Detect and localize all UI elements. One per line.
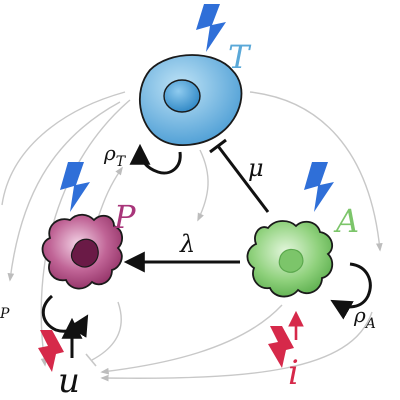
label-P: P	[113, 198, 136, 236]
arrow-A-to-u-bottom	[100, 311, 373, 382]
arrow-mu	[216, 145, 270, 213]
label-rho-A: ρA	[353, 303, 376, 332]
cell-T	[138, 54, 243, 146]
lightning-T	[196, 4, 226, 52]
label-T: T	[228, 38, 252, 76]
cell-P-nucleus	[70, 238, 99, 268]
label-i: i	[288, 353, 299, 393]
cell-A	[246, 220, 334, 298]
loop-rho-T	[129, 143, 182, 175]
label-mu: μ	[248, 154, 264, 182]
lightning-bolt-icon	[268, 326, 294, 368]
lightning-bolt-icon	[38, 330, 64, 372]
lightning-u	[38, 330, 64, 372]
arrow-T-to-leftedge	[1, 91, 126, 206]
lightning-bolt-icon	[304, 162, 334, 212]
lightning-i	[268, 326, 294, 368]
label-rho-T: ρT	[103, 141, 127, 170]
loop-rho-A	[330, 262, 372, 320]
arrow-mu-inhib-bar	[209, 138, 227, 154]
label-A: A	[333, 202, 359, 240]
lightning-bolt-icon	[196, 4, 226, 52]
cell-T-nucleus	[163, 79, 201, 113]
black-arrows	[41, 138, 372, 358]
arrow-T-to-center	[197, 149, 209, 222]
label-rho-A-base: ρ	[353, 303, 366, 327]
arrow-T-to-P-outer	[7, 101, 121, 282]
label-rho-T-base: ρ	[103, 141, 116, 165]
label-rho-P-sub: P	[0, 306, 10, 322]
inhib-bar-u	[85, 353, 97, 367]
arrow-P-to-u-inhib	[91, 301, 122, 361]
label-u: u	[58, 361, 80, 400]
label-rho-A-sub: A	[364, 316, 376, 332]
arrow-T-to-u-outer	[40, 99, 131, 367]
arrow-T-to-A-outer	[249, 91, 383, 252]
label-rho-T-sub: T	[116, 154, 127, 170]
cell-A-nucleus	[278, 248, 304, 273]
arrow-A-to-u-inner	[100, 304, 283, 375]
gray-arrows	[1, 91, 383, 382]
lightning-bolt-icon	[60, 162, 90, 212]
loop-rho-P	[41, 294, 89, 338]
cell-P	[41, 213, 123, 290]
lightning-A	[304, 162, 334, 212]
lightning-P	[60, 162, 90, 212]
label-lambda: λ	[179, 230, 195, 258]
arrow-P-to-T	[97, 166, 123, 219]
